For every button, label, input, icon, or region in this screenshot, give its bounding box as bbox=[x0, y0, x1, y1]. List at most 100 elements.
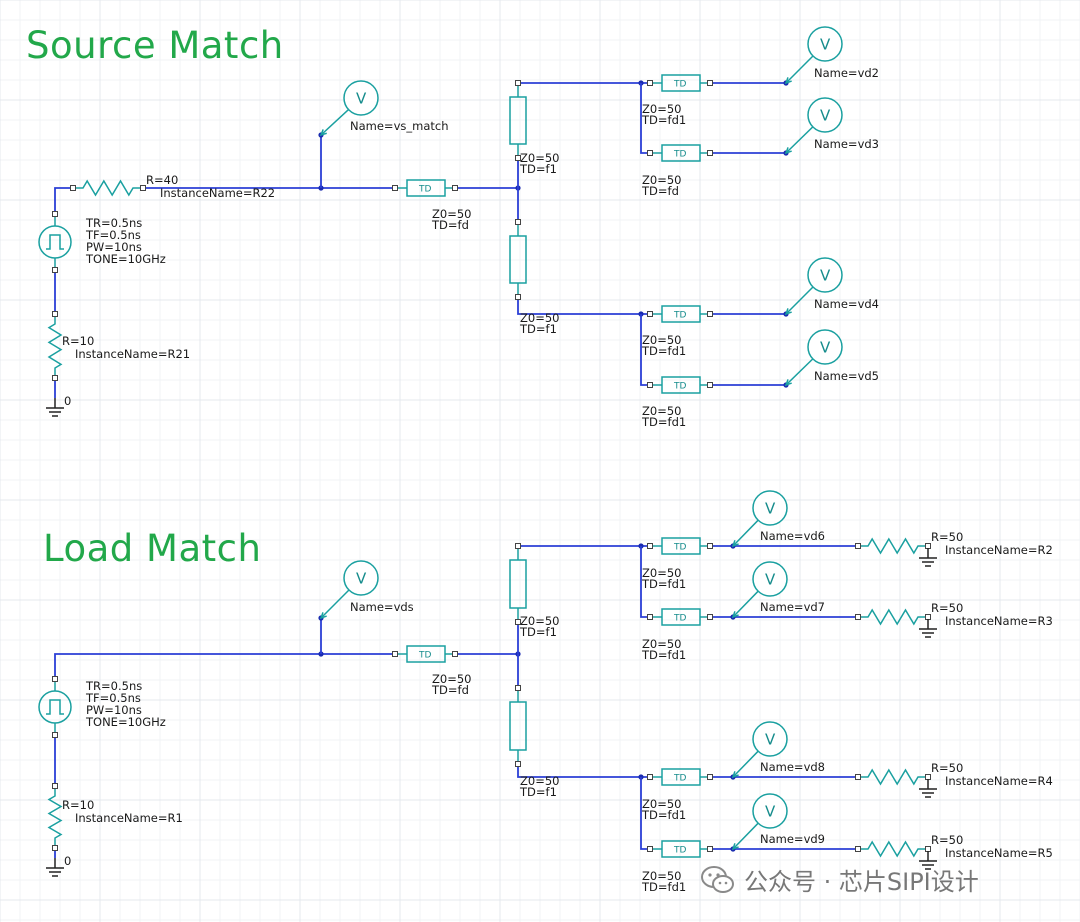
pin bbox=[855, 614, 861, 620]
ground-icon bbox=[919, 779, 937, 798]
pin bbox=[707, 614, 713, 620]
branch-vd7-tl-z0: Z0=50 bbox=[642, 637, 681, 651]
tline-icon: TD bbox=[673, 774, 686, 784]
branch-vd6-probe[interactable]: V bbox=[731, 490, 788, 548]
tl-b3-td: TD=fd1 bbox=[641, 344, 686, 358]
source-match-title: Source Match bbox=[26, 24, 284, 67]
branch-vd6-load-resistor[interactable] bbox=[858, 537, 928, 555]
pin bbox=[52, 311, 58, 317]
wire bbox=[54, 187, 73, 214]
source-tone: TONE=10GHz bbox=[85, 252, 166, 266]
pin bbox=[52, 783, 58, 789]
tl-b3-z0: Z0=50 bbox=[642, 333, 681, 347]
branch-vd7-tl-td: TD=fd1 bbox=[641, 648, 686, 662]
branch-vd8-probe-name: Name=vd8 bbox=[760, 760, 825, 774]
probe-vd3[interactable]: V bbox=[784, 97, 843, 155]
tl-down-z0: Z0=50 bbox=[520, 311, 559, 325]
pin bbox=[855, 846, 861, 852]
watermark-text: 公众号 · 芯片SIPI设计 bbox=[744, 868, 979, 896]
branch-vd6-load-name: InstanceName=R2 bbox=[945, 543, 1053, 557]
ground-resistor-load[interactable] bbox=[47, 786, 63, 848]
voltmeter-icon: V bbox=[765, 803, 776, 821]
probe-vd2[interactable]: V bbox=[784, 26, 843, 85]
probe-vd3-name: Name=vd3 bbox=[814, 137, 879, 151]
tl-b1-z0: Z0=50 bbox=[642, 102, 681, 116]
wire bbox=[517, 297, 650, 315]
probe-vd5[interactable]: V bbox=[784, 329, 843, 387]
load-ground-resistor-name: InstanceName=R1 bbox=[75, 811, 183, 825]
pin bbox=[452, 185, 458, 191]
tline-icon: TD bbox=[673, 543, 686, 553]
probe-vds-name: Name=vds bbox=[350, 600, 414, 614]
load-tl-main-td: TD=fd bbox=[431, 683, 469, 697]
pin bbox=[515, 619, 521, 625]
branch-vd7-load-resistor[interactable] bbox=[858, 608, 928, 626]
tl-main[interactable]: TD bbox=[395, 179, 455, 197]
tline-icon: TD bbox=[673, 614, 686, 624]
voltmeter-icon: V bbox=[356, 90, 367, 108]
probe-vds[interactable]: V bbox=[319, 560, 379, 620]
branch-vd9-load-resistor[interactable] bbox=[858, 840, 928, 858]
tl-up-z0: Z0=50 bbox=[520, 151, 559, 165]
branch-vd8-load-name: InstanceName=R4 bbox=[945, 774, 1053, 788]
pin bbox=[647, 80, 653, 86]
branch-vd7-load-name: InstanceName=R3 bbox=[945, 614, 1053, 628]
pulse-source-icon[interactable] bbox=[38, 679, 72, 735]
tl-down-td: TD=f1 bbox=[519, 322, 557, 336]
voltmeter-icon: V bbox=[820, 339, 831, 357]
pin bbox=[647, 382, 653, 388]
ground-icon bbox=[919, 619, 937, 638]
pin bbox=[52, 676, 58, 682]
pin bbox=[855, 774, 861, 780]
pin bbox=[925, 543, 931, 549]
pin bbox=[515, 543, 521, 549]
pin bbox=[515, 219, 521, 225]
tline-icon: TD bbox=[418, 651, 431, 661]
branch-vd7-probe[interactable]: V bbox=[731, 561, 788, 619]
tl-b1-td: TD=fd1 bbox=[641, 113, 686, 127]
branch-vd9-probe[interactable]: V bbox=[731, 793, 788, 851]
probe-vd4[interactable]: V bbox=[784, 257, 843, 316]
pin bbox=[647, 774, 653, 780]
watermark: 公众号 · 芯片SIPI设计 bbox=[700, 862, 979, 897]
source-tr: TR=0.5ns bbox=[85, 216, 142, 230]
series-resistor-name: InstanceName=R22 bbox=[160, 186, 275, 200]
branch-vd8-tl-z0: Z0=50 bbox=[642, 797, 681, 811]
ground-resistor[interactable] bbox=[47, 314, 63, 378]
branch-vd8-load-value: R=50 bbox=[931, 761, 963, 775]
probe-vd2-name: Name=vd2 bbox=[814, 66, 879, 80]
pin bbox=[52, 732, 58, 738]
probe-vs-match[interactable]: V bbox=[319, 80, 379, 137]
load-tl-down[interactable] bbox=[509, 688, 527, 764]
pin bbox=[707, 150, 713, 156]
pin bbox=[52, 845, 58, 851]
branch-vd9-tl-z0: Z0=50 bbox=[642, 869, 681, 883]
wire bbox=[54, 653, 395, 679]
tline-icon: TD bbox=[418, 185, 431, 195]
probe-vd5-name: Name=vd5 bbox=[814, 369, 879, 383]
tl-b4-td: TD=fd1 bbox=[641, 415, 686, 429]
pin bbox=[515, 685, 521, 691]
pin bbox=[392, 185, 398, 191]
branch-vd6-probe-name: Name=vd6 bbox=[760, 529, 825, 543]
branch-vd8-probe[interactable]: V bbox=[731, 721, 788, 779]
load-source-pw: PW=10ns bbox=[86, 703, 142, 717]
tl-main-z0: Z0=50 bbox=[432, 207, 471, 221]
pulse-source-icon[interactable] bbox=[38, 214, 72, 270]
branch-vd6-tl-td: TD=fd1 bbox=[641, 577, 686, 591]
load-tl-up[interactable] bbox=[509, 546, 527, 622]
ground-icon bbox=[46, 858, 64, 877]
voltmeter-icon: V bbox=[820, 267, 831, 285]
pin bbox=[515, 294, 521, 300]
branch-vd8-tl-td: TD=fd1 bbox=[641, 808, 686, 822]
load-tl-main[interactable]: TD bbox=[395, 645, 455, 663]
load-source-tone: TONE=10GHz bbox=[85, 715, 166, 729]
branch-vd8-load-resistor[interactable] bbox=[858, 768, 928, 786]
series-resistor[interactable] bbox=[73, 179, 143, 197]
branch-vd9-probe-name: Name=vd9 bbox=[760, 832, 825, 846]
ground-icon bbox=[919, 851, 937, 870]
pin bbox=[647, 150, 653, 156]
ground-label: 0 bbox=[64, 394, 71, 408]
